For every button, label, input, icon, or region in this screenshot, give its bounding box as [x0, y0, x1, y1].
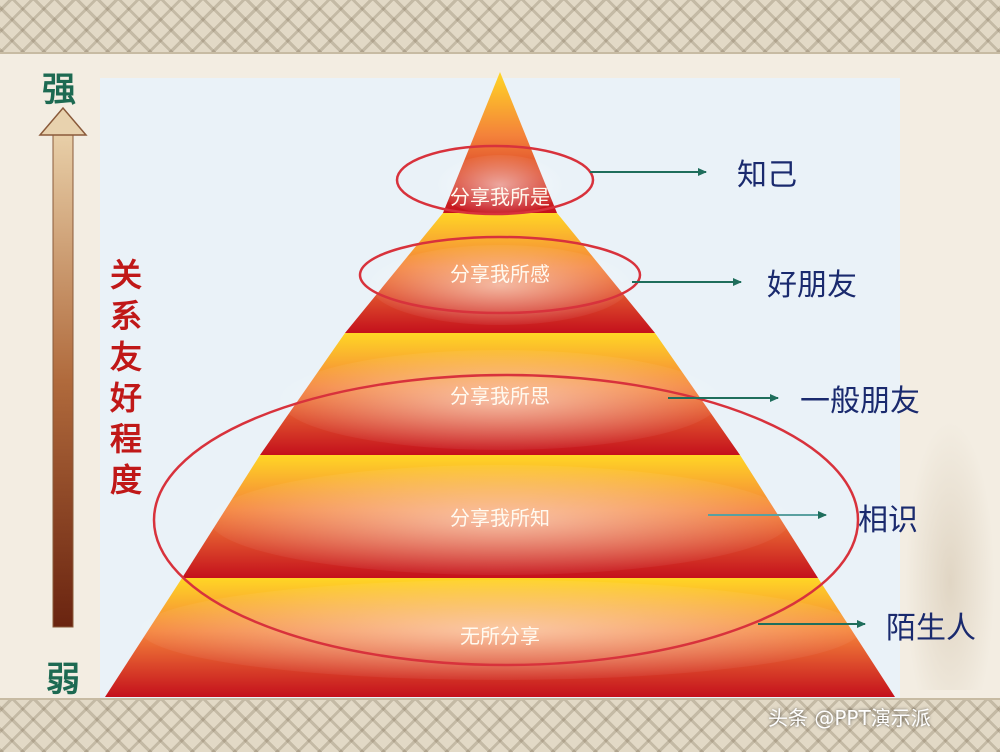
layer-2-text: 分享我所感 — [450, 262, 550, 286]
layer-3-text: 分享我所思 — [450, 384, 550, 408]
level-label-2: 好朋友 — [767, 268, 857, 303]
vertical-title-char: 系 — [109, 297, 142, 335]
highlight-ellipse-3 — [152, 373, 860, 667]
highlight-ellipse-2 — [358, 235, 642, 315]
level-label-5: 陌生人 — [886, 611, 976, 646]
vertical-title-char: 好 — [109, 379, 142, 417]
pyramid-layer-3 — [260, 333, 740, 455]
background-decoration — [905, 420, 995, 690]
vertical-title: 关 系 友 好 程 度 — [106, 255, 146, 501]
top-decorative-border — [0, 0, 1000, 54]
vertical-title-char: 关 — [109, 256, 142, 294]
vertical-title-char: 度 — [109, 461, 142, 499]
axis-top-label: 强 — [42, 70, 76, 110]
vertical-title-char: 程 — [109, 420, 142, 458]
axis-bottom-label: 弱 — [46, 660, 80, 700]
pyramid-layer-5 — [105, 578, 895, 697]
pyramid-layer-4 — [182, 455, 818, 578]
bottom-decorative-border — [0, 698, 1000, 752]
level-label-1: 知己 — [737, 158, 797, 193]
level-label-3: 一般朋友 — [800, 384, 920, 419]
pyramid-layer-1 — [438, 72, 562, 215]
layer-5-text: 无所分享 — [460, 624, 540, 648]
layer-1-text: 分享我所是 — [450, 185, 550, 209]
layer-4-text: 分享我所知 — [450, 506, 550, 530]
highlight-ellipse-1 — [395, 144, 595, 216]
watermark: 头条 @PPT演示派 — [768, 706, 931, 730]
vertical-title-char: 友 — [109, 338, 142, 376]
level-label-4: 相识 — [858, 503, 918, 538]
strength-arrow — [38, 106, 88, 628]
